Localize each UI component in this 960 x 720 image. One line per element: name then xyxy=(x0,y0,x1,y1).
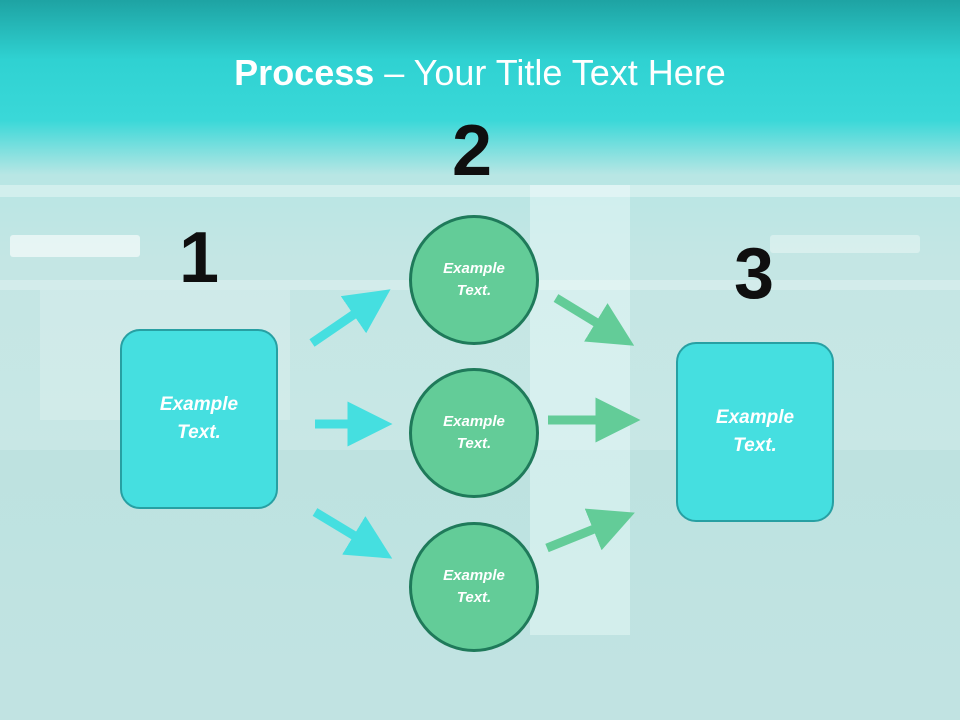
circle-2-text: Example Text. xyxy=(443,412,505,453)
circle-1-text: Example Text. xyxy=(443,259,505,300)
step-number-1: 1 xyxy=(178,218,220,298)
arrow-to-circle-3 xyxy=(312,508,393,559)
title-rest: – Your Title Text Here xyxy=(374,52,726,93)
arrow-to-circle-1 xyxy=(309,289,391,347)
background-light xyxy=(770,235,920,253)
step-3-text: Example Text. xyxy=(715,406,795,457)
slide-title: Process – Your Title Text Here xyxy=(0,52,960,94)
background-beam xyxy=(0,185,960,197)
step-number-2: 2 xyxy=(451,111,493,191)
arrow-from-circle-3 xyxy=(545,508,635,553)
step-1-box: Example Text. xyxy=(120,329,278,509)
step-3-box: Example Text. xyxy=(676,342,834,522)
background-light xyxy=(10,235,140,257)
step-2-circle-middle: Example Text. xyxy=(409,368,539,498)
step-2-circle-top: Example Text. xyxy=(409,215,539,345)
arrow-from-circle-1 xyxy=(553,294,635,346)
step-1-text: Example Text. xyxy=(159,393,239,444)
step-2-circle-bottom: Example Text. xyxy=(409,522,539,652)
circle-3-text: Example Text. xyxy=(443,566,505,607)
title-bold: Process xyxy=(234,52,375,93)
step-number-3: 3 xyxy=(733,234,775,314)
